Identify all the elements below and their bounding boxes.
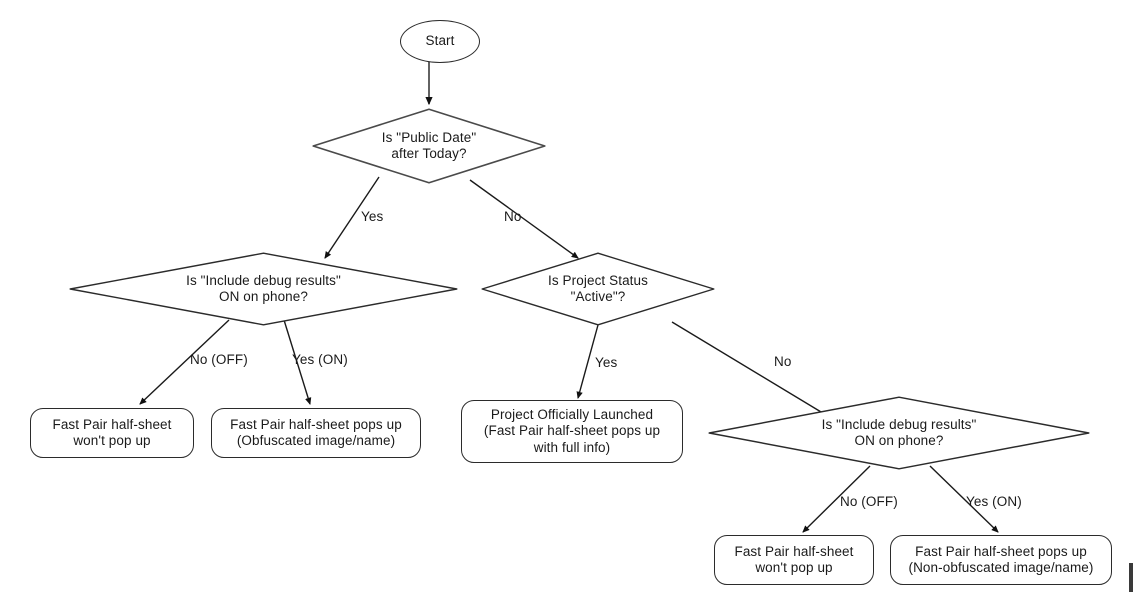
edge-label-debug-left-no: No (OFF)	[190, 352, 248, 367]
page-edge-artifact	[1129, 563, 1133, 592]
edge-label-debug-right-no: No (OFF)	[840, 494, 898, 509]
node-outcome-right-off-label: Fast Pair half-sheet won't pop up	[734, 543, 854, 576]
edge-status-no	[671, 321, 837, 422]
edge-status-yes	[576, 324, 599, 399]
edge-label-debug-left-yes: Yes (ON)	[292, 352, 348, 367]
node-decision-project-status-label: Is Project Status "Active"?	[548, 272, 648, 305]
node-decision-public-date[interactable]: Is "Public Date" after Today?	[312, 108, 546, 184]
edge-label-public-date-yes: Yes	[361, 209, 384, 224]
node-outcome-left-off-label: Fast Pair half-sheet won't pop up	[52, 416, 172, 449]
edge-label-status-yes: Yes	[595, 355, 618, 370]
edge-label-status-no: No	[774, 354, 792, 369]
edge-label-public-date-no: No	[504, 209, 522, 224]
node-outcome-right-off[interactable]: Fast Pair half-sheet won't pop up	[714, 535, 874, 585]
node-outcome-right-on[interactable]: Fast Pair half-sheet pops up (Non-obfusc…	[890, 535, 1112, 585]
edge-debug-right-yes	[929, 465, 999, 533]
edge-public-date-yes	[324, 176, 380, 259]
edge-debug-left-yes	[283, 319, 312, 405]
node-decision-public-date-label: Is "Public Date" after Today?	[381, 129, 477, 162]
node-outcome-right-on-label: Fast Pair half-sheet pops up (Non-obfusc…	[908, 543, 1094, 576]
node-outcome-left-on[interactable]: Fast Pair half-sheet pops up (Obfuscated…	[211, 408, 421, 458]
node-start-label: Start	[425, 33, 455, 49]
edge-public-date-no	[469, 179, 579, 259]
edge-debug-right-no	[802, 465, 871, 533]
node-decision-debug-right[interactable]: Is "Include debug results" ON on phone?	[708, 396, 1090, 470]
node-outcome-left-off[interactable]: Fast Pair half-sheet won't pop up	[30, 408, 194, 458]
node-start[interactable]: Start	[400, 20, 480, 63]
node-decision-project-status[interactable]: Is Project Status "Active"?	[481, 252, 715, 326]
node-outcome-launched[interactable]: Project Officially Launched (Fast Pair h…	[461, 400, 683, 463]
edge-label-debug-right-yes: Yes (ON)	[966, 494, 1022, 509]
edge-debug-left-no	[139, 319, 230, 405]
node-outcome-launched-label: Project Officially Launched (Fast Pair h…	[483, 406, 661, 455]
node-decision-debug-right-label: Is "Include debug results" ON on phone?	[821, 416, 977, 449]
node-decision-debug-left-label: Is "Include debug results" ON on phone?	[186, 272, 341, 305]
node-decision-debug-left[interactable]: Is "Include debug results" ON on phone?	[69, 252, 458, 326]
node-outcome-left-on-label: Fast Pair half-sheet pops up (Obfuscated…	[230, 416, 402, 449]
